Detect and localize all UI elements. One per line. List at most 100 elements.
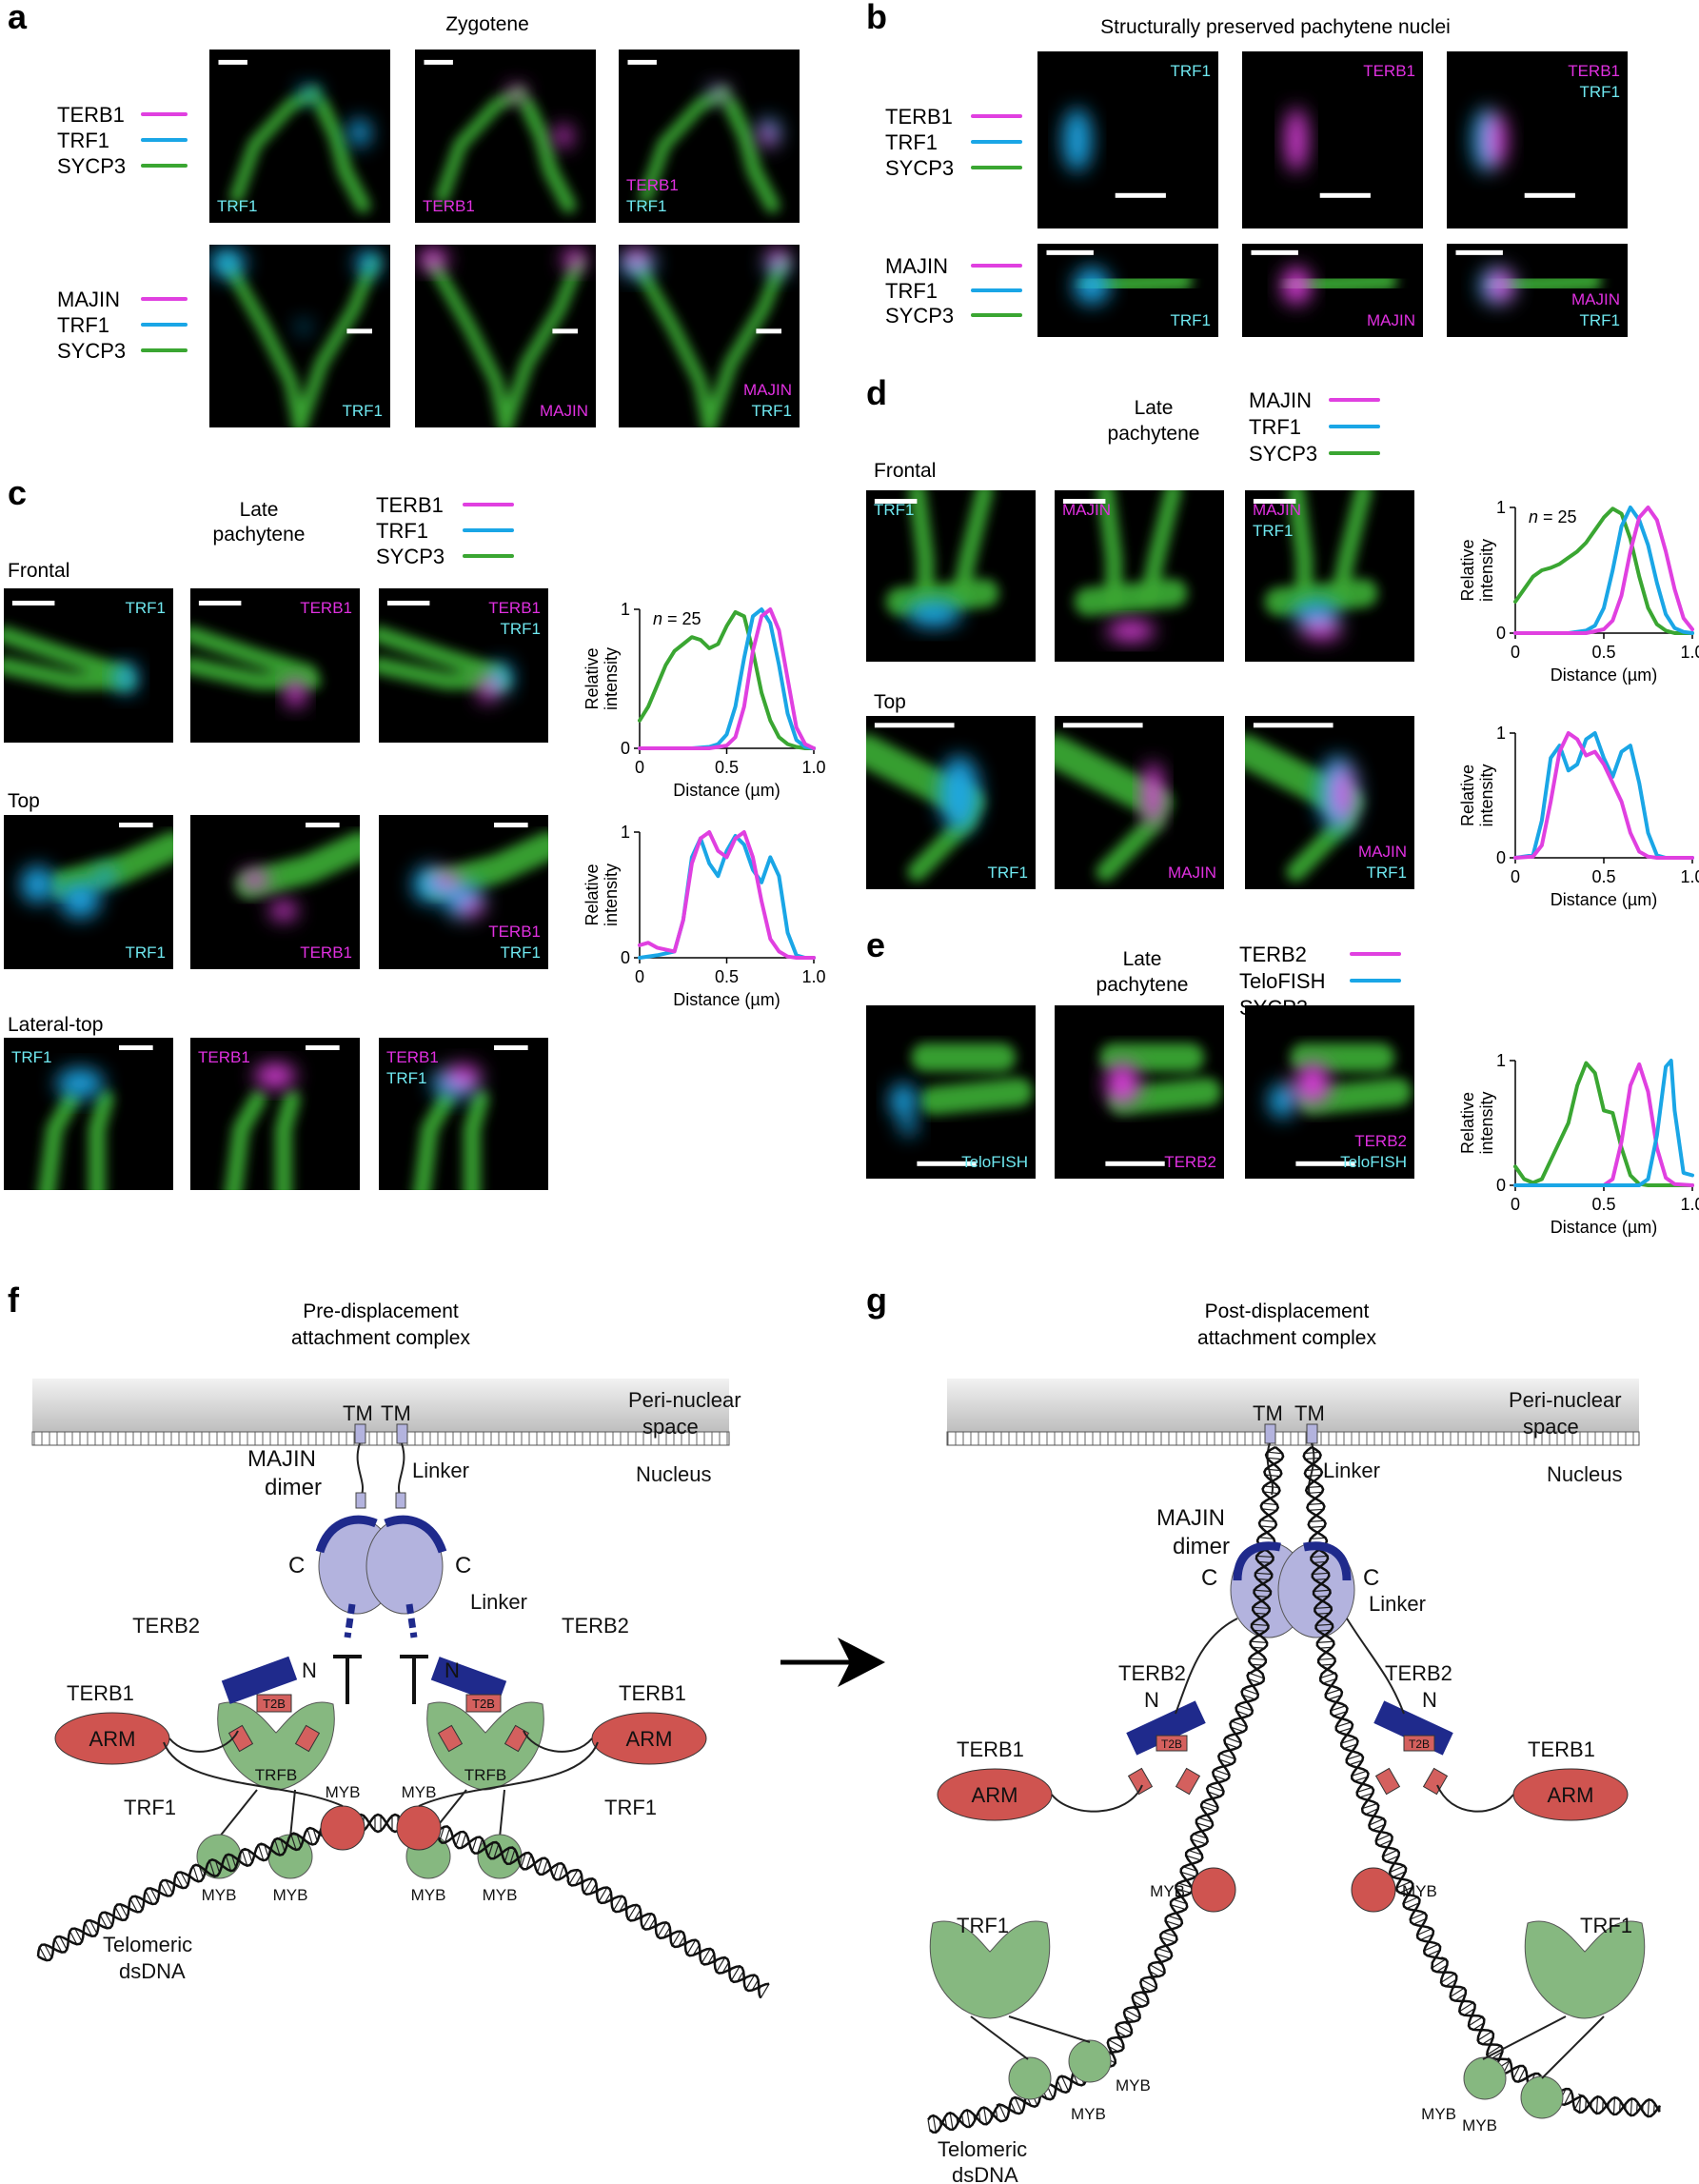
g-linker-label-top: Linker: [1323, 1459, 1380, 1482]
trf1-label: TRF1: [957, 1914, 1009, 1937]
f-perinuclear-label: Peri-nuclear: [628, 1388, 741, 1412]
micro-d-top-trf1-scale-bar: [874, 723, 955, 728]
micro-a-r1-merge-scale-bar: [627, 59, 657, 65]
micro-a-r1-trf1-sycp3-axis: [313, 97, 371, 213]
series-line-green: [638, 609, 816, 750]
micro-d-top-trf1-signal-0: [938, 755, 980, 832]
n-annotation: n = 25: [653, 609, 701, 628]
trf1-linker-b: [499, 1789, 505, 1838]
micro-e-frontal-telofish-sycp3-axis: [919, 1078, 1034, 1116]
micro-c-top-trf1-sycp3-axis: [49, 831, 173, 899]
micro-b-r2-merge-channel-label-1: TRF1: [1580, 311, 1621, 329]
micro-a-r2-majin-scale-bar: [552, 328, 578, 334]
micro-b-r2-majin-sycp3-axis: [1286, 270, 1397, 297]
title-b: Structurally preserved pachytene nuclei: [1100, 16, 1451, 38]
micro-b-r2-trf1-signal-0: [1074, 267, 1110, 305]
y-tick-label: 0: [621, 739, 630, 758]
micro-d-frontal-trf1-channel-label-0: TRF1: [874, 501, 915, 519]
y-axis-title: Relativeintensity: [1458, 539, 1496, 602]
terb2-label: TERB2: [1385, 1661, 1452, 1685]
micro-b-r2-merge-signal-1: [1490, 270, 1512, 301]
f-membrane-ticks: [31, 1431, 730, 1446]
legend-label-a-top-1: TRF1: [57, 129, 109, 152]
title-d-1: Late: [1135, 397, 1174, 419]
f-dsdna-label: dsDNA: [119, 1959, 186, 1983]
micro-a-r1-trf1-signal-1: [348, 118, 371, 147]
g-dimer-label: dimer: [1173, 1534, 1230, 1559]
micro-c-frontal-terb1: TERB1: [190, 588, 360, 743]
series-line-magenta: [638, 607, 816, 750]
micro-c-top-merge-signal-2: [434, 871, 459, 888]
micro-c-frontal-terb1-channel-label-0: TERB1: [300, 599, 352, 617]
x-tick-label: 0.5: [715, 758, 739, 777]
micro-b-r2-majin-channel-label-0: MAJIN: [1367, 311, 1415, 329]
micro-d-top-majin-sycp3-axis: [1096, 810, 1166, 882]
f-majin-c-term-left: [315, 1515, 378, 1554]
g-tm-label-right: TM: [1294, 1401, 1325, 1425]
t2b-box: [256, 1694, 292, 1713]
g-dsdna-label: dsDNA: [952, 2163, 1018, 2184]
trf1-linker-a: [218, 1789, 258, 1838]
legend-label-e-1: TeloFISH: [1239, 969, 1325, 993]
x-tick-label: 1.0: [801, 758, 825, 777]
terb2-block: [221, 1656, 298, 1704]
legend-label-e-0: TERB2: [1239, 943, 1307, 966]
f-linker-dash-right: [405, 1603, 418, 1638]
micro-d-frontal-trf1-bg: [866, 490, 1036, 662]
micro-c-top-trf1-scale-bar: [119, 823, 153, 828]
micro-a-r1-terb1-signal-0: [506, 86, 525, 100]
g-nucleus-label: Nucleus: [1547, 1462, 1622, 1486]
t2b-box: [1403, 1735, 1435, 1752]
g-space-label: space: [1523, 1415, 1579, 1439]
t2b-motif-a: [437, 1724, 464, 1753]
title-c-2: pachytene: [213, 524, 306, 546]
trf1-label: TRF1: [124, 1796, 176, 1819]
micro-a-r1-trf1: TRF1: [209, 50, 390, 223]
micro-a-r1-merge-channel-label-1: TRF1: [626, 197, 667, 215]
g-terb2-link-right: [1346, 1618, 1405, 1715]
f-tm-right: [396, 1423, 408, 1444]
legend-label-c-2: SYCP3: [376, 545, 445, 568]
title-e-1: Late: [1123, 948, 1162, 970]
trf1-linker-b: [1541, 2015, 1605, 2079]
view-label-c-frontal: Frontal: [8, 560, 69, 582]
panel-letter-g: g: [866, 1281, 887, 1320]
arm-label: ARM: [1548, 1783, 1594, 1807]
series-line-green: [1513, 1061, 1694, 1187]
micro-e-frontal-merge-sycp3-axis: [1298, 1078, 1413, 1116]
micro-c-lat-merge-channel-label-0: TERB1: [386, 1048, 439, 1066]
transition-arrow: [780, 1638, 885, 1687]
micro-a-r2-trf1-signal-0: [209, 248, 246, 278]
micro-a-r1-trf1-channel-label-0: TRF1: [217, 197, 258, 215]
micro-b-r1-trf1-scale-bar: [1115, 192, 1166, 198]
micro-a-r2-merge-sycp3-axis: [630, 256, 716, 427]
micro-c-frontal-merge-channel-label-0: TERB1: [488, 599, 541, 617]
micro-d-top-merge-signal-1: [1334, 767, 1353, 821]
y-tick-label: 0: [1496, 1176, 1506, 1195]
micro-c-lat-trf1-sycp3-axis: [88, 1090, 114, 1190]
micro-c-frontal-terb1-sycp3-axis: [190, 625, 318, 683]
y-axis-title: Relativeintensity: [1458, 1091, 1496, 1154]
micro-a-r1-merge-channel-label-0: TERB1: [626, 176, 679, 194]
t2b-motif-b: [1422, 1767, 1449, 1796]
f-terb1-myb-linker-left: [163, 1741, 344, 1807]
legend-label-b-bottom-0: MAJIN: [885, 254, 948, 278]
micro-a-r2-merge-channel-label-1: TRF1: [752, 402, 793, 420]
f-myb-terb1-right: [396, 1805, 442, 1851]
title-f-2: attachment complex: [291, 1327, 470, 1349]
micro-c-frontal-trf1-scale-bar: [11, 600, 55, 606]
title-f-1: Pre-displacement: [303, 1300, 459, 1322]
micro-c-frontal-merge-signal-1: [479, 677, 496, 703]
micro-a-r1-terb1-scale-bar: [424, 59, 453, 65]
t2b-motif-a: [1374, 1767, 1401, 1796]
micro-c-lat-trf1-scale-bar: [119, 1045, 153, 1050]
micro-a-r2-trf1-sycp3-axis: [221, 256, 306, 427]
g-tm-label-left: TM: [1253, 1401, 1283, 1425]
trfb-label: TRFB: [464, 1766, 506, 1784]
